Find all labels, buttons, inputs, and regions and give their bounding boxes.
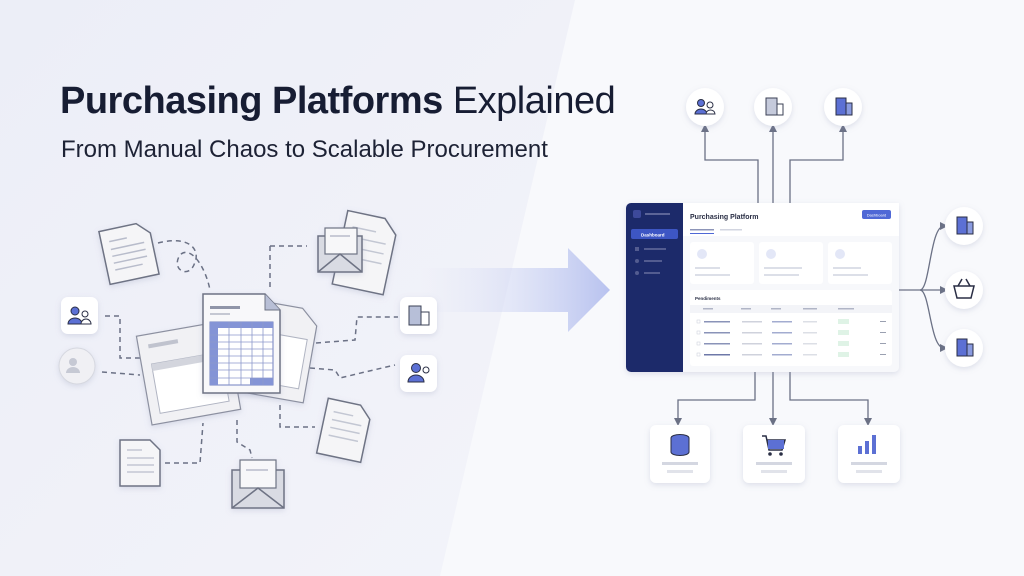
table-section-title: Pendiments [695, 296, 721, 301]
envelope-icon [317, 227, 363, 273]
top-building-icon [754, 88, 792, 126]
chat-user-icon [58, 347, 96, 385]
dashboard-sidebar [626, 203, 683, 372]
sidebar-item-label: Dashboard [641, 233, 665, 238]
dashboard-action-label: Dashboard [867, 213, 887, 218]
table-row [696, 352, 886, 357]
table-row [696, 330, 886, 335]
page-title: Purchasing Platforms Explained [60, 80, 616, 123]
title-bold: Purchasing Platforms [60, 80, 443, 122]
table-row [696, 319, 886, 324]
top-users-icon [686, 88, 724, 126]
bar-chart-card [838, 425, 900, 483]
chaos-connectors [101, 240, 398, 464]
right-building-icon [945, 329, 983, 367]
document-icon [98, 222, 160, 286]
sidebar-item-dashboard[interactable] [631, 229, 678, 239]
database-card [650, 425, 710, 483]
dashboard-title: Purchasing Platform [690, 214, 758, 221]
right-basket-icon [945, 271, 983, 309]
right-building-icon [945, 207, 983, 245]
building-icon [400, 297, 437, 334]
top-building-icon [824, 88, 862, 126]
title-regular: Explained [452, 80, 616, 122]
document-icon [119, 439, 161, 487]
transition-arrow [420, 248, 610, 332]
cart-card [743, 425, 805, 483]
users-icon [61, 297, 98, 334]
spreadsheet-icon [202, 293, 281, 394]
table-rows [696, 319, 886, 357]
document-icon [315, 397, 371, 464]
arrowheads [674, 124, 948, 426]
page-subtitle: From Manual Chaos to Scalable Procuremen… [61, 136, 548, 163]
table-row [696, 341, 886, 346]
envelope-icon [231, 459, 285, 509]
dashboard-mockup: Dashboard Purchasing Platform Dashboard … [626, 203, 899, 372]
user-settings-icon [400, 355, 437, 392]
dashboard-action-button[interactable] [862, 210, 891, 219]
stat-cards [690, 242, 892, 284]
